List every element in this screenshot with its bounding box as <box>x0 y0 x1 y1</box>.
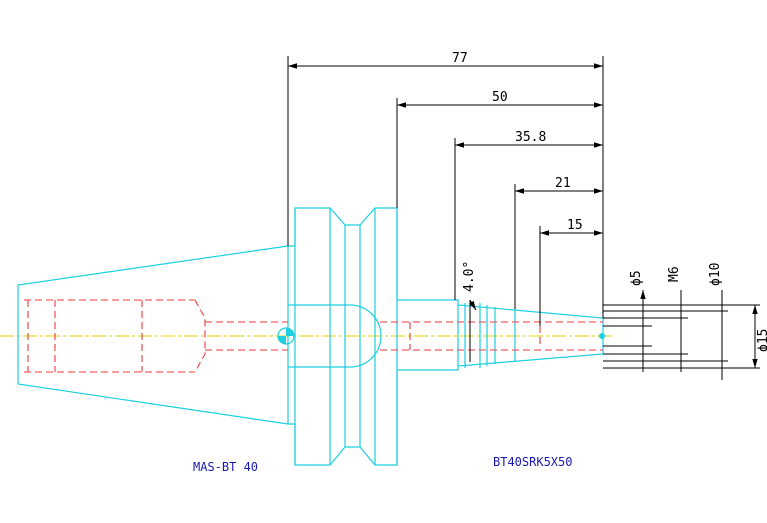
center-mark-icon <box>277 327 605 345</box>
collet-nose <box>397 299 604 371</box>
dim-text-dia5: ϕ5 <box>629 270 644 286</box>
holder-type-label: MAS-BT 40 <box>193 460 258 474</box>
dim-text-21: 21 <box>555 176 571 191</box>
dim-text-35-8: 35.8 <box>515 130 546 145</box>
dim-text-15: 15 <box>567 218 583 233</box>
dim-text-50: 50 <box>492 90 508 105</box>
flange <box>288 207 398 466</box>
part-number-label: BT40SRK5X50 <box>493 455 572 469</box>
dim-text-77: 77 <box>452 51 468 66</box>
taper-shank <box>17 245 289 425</box>
svg-text:4.0°: 4.0° <box>462 261 477 292</box>
hidden-bore <box>24 299 603 373</box>
dim-text-dia10: ϕ10 <box>708 263 723 286</box>
extension-lines <box>287 56 604 326</box>
dim-text-dia15: ϕ15 <box>756 329 767 352</box>
dim-text-m6: M6 <box>667 266 682 282</box>
angle-dimension: 4.0° <box>462 261 477 362</box>
